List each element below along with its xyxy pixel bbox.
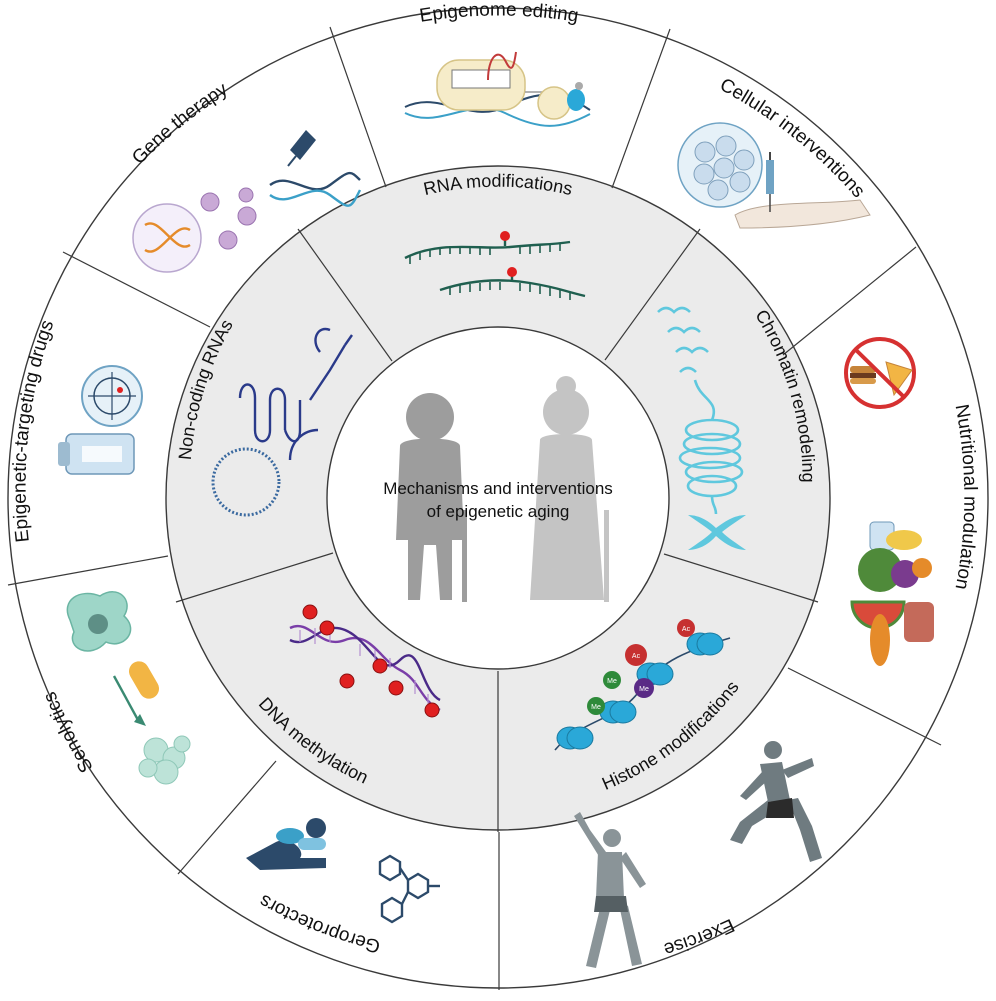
epigenetic-drugs-illustration bbox=[58, 365, 143, 475]
outer-ring-dividers bbox=[7, 26, 942, 990]
histone-modifications-illustration: Me Me Me Ac Ac bbox=[554, 619, 731, 751]
rna-modifications-illustration bbox=[404, 238, 586, 300]
histone-mark-me: Me bbox=[639, 686, 649, 693]
histone-mark-ac: Ac bbox=[682, 626, 691, 633]
epigenome-editing-illustration bbox=[404, 51, 591, 127]
histone-mark-me: Me bbox=[591, 704, 601, 711]
rna-methyl-mark bbox=[500, 231, 510, 241]
dna-methylation-illustration bbox=[289, 604, 441, 718]
center-circle bbox=[326, 326, 670, 670]
histone-mark-me: Me bbox=[607, 678, 617, 685]
center-title-line-1: Mechanisms and interventions bbox=[383, 479, 613, 498]
rna-methyl-mark bbox=[507, 267, 517, 277]
non-coding-rnas-illustration bbox=[211, 327, 353, 517]
histone-mark-ac: Ac bbox=[632, 653, 641, 660]
cellular-interventions-illustration bbox=[677, 122, 871, 229]
chromosome-icon bbox=[688, 515, 746, 550]
gene-therapy-illustration bbox=[132, 130, 362, 273]
geroprotectors-illustration bbox=[246, 818, 440, 924]
senolytics-illustration bbox=[66, 591, 191, 785]
inner-ring-dividers bbox=[175, 228, 819, 832]
elderly-couple-silhouette bbox=[396, 376, 609, 602]
center-title-line-2: of epigenetic aging bbox=[427, 502, 570, 521]
nutritional-modulation-illustration bbox=[844, 337, 934, 666]
exercise-illustration bbox=[574, 741, 822, 968]
chromatin-remodeling-illustration bbox=[657, 306, 744, 515]
healthy-food-pile bbox=[850, 521, 934, 666]
